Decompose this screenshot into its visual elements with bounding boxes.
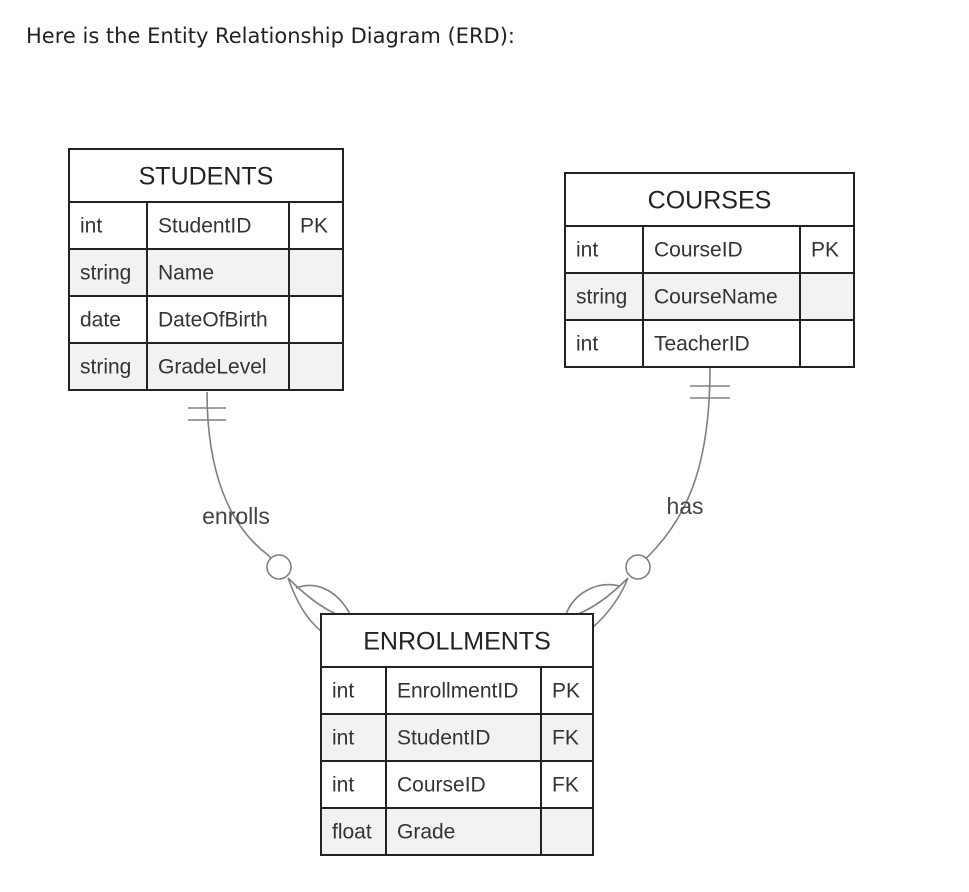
students-field-cell: Name [158,262,214,285]
students-row-bg [69,343,343,390]
students-type-cell: string [80,262,131,285]
enrollments-title-bg [321,614,593,667]
enrolls-label: enrolls [202,503,270,529]
enrollments-row: int StudentID FK [332,727,579,750]
students-title-bg [69,149,343,202]
students-field-cell: StudentID [158,215,251,238]
enrollments-row: int CourseID FK [332,774,579,797]
enrollments-field-cell: Grade [397,821,455,844]
courses-row-bg [565,320,854,367]
enrollments-field-cell: EnrollmentID [397,680,518,703]
students-title: STUDENTS [139,163,274,191]
enrollments-field-cell: CourseID [397,774,486,797]
courses-field-cell: CourseName [654,286,778,309]
enrollments-title: ENROLLMENTS [363,628,551,656]
enrollments-type-cell: int [332,774,354,797]
students-row: string GradeLevel [80,356,267,379]
students-row: int StudentID PK [80,215,328,238]
courses-field-cell: CourseID [654,239,743,262]
enrollments-row-bg [321,761,593,808]
courses-row: int CourseID PK [576,239,839,262]
enrolls-connector-line [206,391,280,568]
courses-type-cell: int [576,239,598,262]
courses-row-bg [565,226,854,273]
enrollments-frame [320,613,594,856]
enrolls-zero-circle [266,554,292,580]
students-row-bg [69,296,343,343]
enrollments-row-bg [321,714,593,761]
enrollments-type-cell: float [332,821,372,844]
students-type-cell: int [80,215,102,238]
has-crowfoot [565,577,629,629]
enrollments-row-bg [321,667,593,714]
students-entity: STUDENTS int StudentID PK string Name date Date… [68,148,344,391]
courses-key-cell: PK [811,239,839,262]
intro-text: Here is the Entity Relationship Diagram … [26,24,515,48]
has-label: has [666,493,703,519]
enrollments-field-cell: StudentID [397,727,490,750]
enrollments-row: float Grade [332,821,455,844]
courses-row: string CourseName [576,286,778,309]
courses-title: COURSES [648,187,772,215]
enrollments-key-cell: FK [552,727,579,750]
students-row: date DateOfBirth [80,309,268,332]
enrollments-type-cell: int [332,727,354,750]
courses-row: int TeacherID [576,333,750,356]
courses-type-cell: int [576,333,598,356]
courses-title-bg [565,173,854,226]
students-field-cell: DateOfBirth [158,309,268,332]
courses-field-cell: TeacherID [654,333,750,356]
relationship-connectors [188,367,730,633]
students-row: string Name [80,262,214,285]
courses-type-cell: string [576,286,627,309]
enrollments-row: int EnrollmentID PK [332,680,580,703]
enrollments-type-cell: int [332,680,354,703]
students-type-cell: string [80,356,131,379]
has-connector-line [637,367,711,568]
courses-frame [564,172,855,368]
enrolls-crowfoot [287,577,351,633]
students-type-cell: date [80,309,121,332]
students-row-bg [69,202,343,249]
students-field-cell: GradeLevel [158,356,267,379]
has-zero-circle [625,554,651,580]
students-key-cell: PK [300,215,328,238]
enrollments-row-bg [321,808,593,855]
courses-row-bg [565,273,854,320]
students-row-bg [69,249,343,296]
students-frame [68,148,344,391]
enrollments-key-cell: FK [552,774,579,797]
enrollments-key-cell: PK [552,680,580,703]
